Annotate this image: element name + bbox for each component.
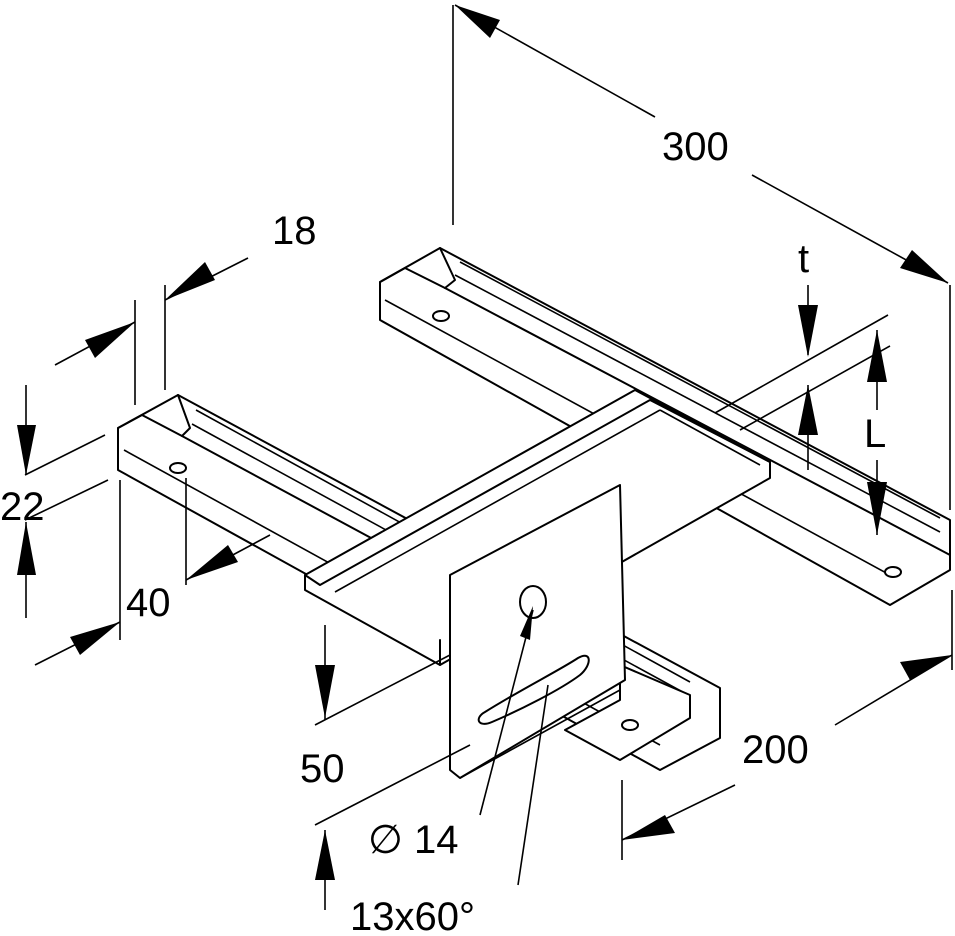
dim-slot-label: 13x60° [350, 895, 475, 936]
back-rail-hole-rear [884, 566, 902, 578]
dim-L-label: L [864, 412, 886, 456]
bracket-slot [477, 654, 590, 725]
bracket-round-hole [519, 585, 547, 619]
cross-beam-top [304, 389, 771, 666]
dim-hole-label: 14 [414, 818, 459, 862]
dim-200: 200 [621, 590, 953, 860]
bracket-foot-hole [621, 719, 639, 731]
bracket-foot [564, 664, 691, 761]
dim-40-label: 40 [126, 581, 171, 625]
dim-22: 22 [0, 385, 109, 618]
dim-t-label: t [798, 237, 809, 281]
dim-300-label: 300 [662, 125, 729, 169]
front-rail-hole [169, 462, 187, 474]
dim-L: L [864, 330, 887, 535]
bracket [449, 484, 691, 779]
dim-18: 18 [54, 209, 317, 405]
dim-hole-symbol: ∅ [368, 818, 403, 862]
dim-300: 300 [452, 4, 951, 510]
back-rail-hole-front [432, 310, 450, 322]
dim-40: 40 [34, 478, 271, 666]
bracket-plate [449, 484, 626, 779]
dim-200-label: 200 [742, 728, 809, 772]
dim-hole: ∅ 14 [368, 606, 534, 862]
dim-18-label: 18 [272, 209, 317, 253]
dim-t: t [714, 237, 891, 470]
cross-beam [304, 389, 771, 666]
dim-slot: 13x60° [350, 684, 549, 936]
dim-50-label: 50 [300, 747, 345, 791]
dim-50: 50 [300, 625, 471, 910]
dim-22-label: 22 [0, 485, 45, 529]
